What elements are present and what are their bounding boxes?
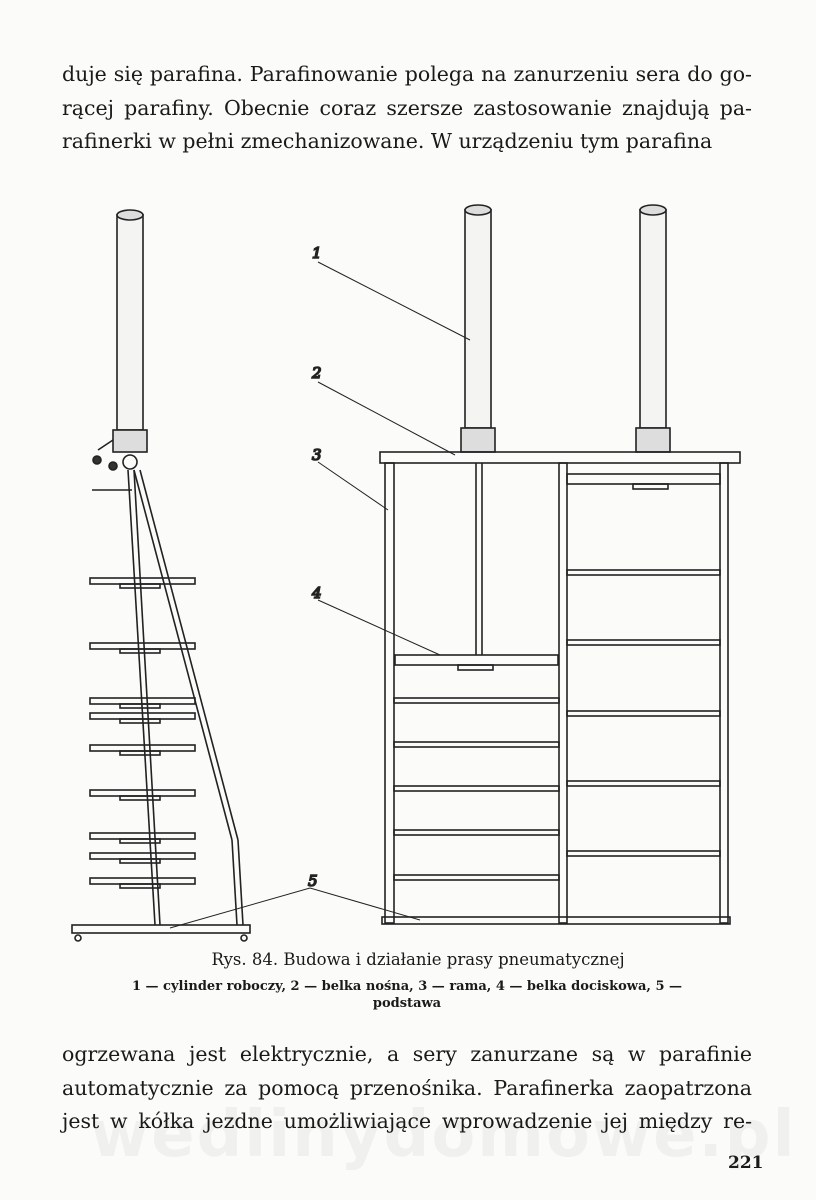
- shelf: [89, 832, 196, 840]
- shelf: [119, 858, 161, 864]
- figure-caption: Rys. 84. Budowa i działanie prasy pneuma…: [211, 950, 625, 969]
- label-4: 4: [311, 584, 322, 602]
- shelf: [119, 838, 161, 844]
- text-line: rącej parafiny. Obecnie coraz szersze za…: [62, 95, 752, 120]
- watermark: wedlinydomowe.pl: [90, 1098, 797, 1172]
- label-1: 1: [312, 244, 322, 262]
- shelf: [566, 569, 721, 576]
- text-line: automatycznie za pomocą przenośnika. Par…: [62, 1075, 752, 1100]
- shelf: [119, 750, 161, 756]
- shelf: [119, 703, 161, 709]
- label-2: 2: [311, 364, 322, 382]
- shelf: [89, 577, 196, 585]
- side-view: [71, 209, 251, 942]
- shelf: [119, 718, 161, 724]
- shelf: [119, 795, 161, 801]
- text-line: duje się parafina. Parafinowanie polega …: [62, 62, 752, 86]
- shelf: [119, 883, 161, 889]
- label-5: 5: [308, 872, 318, 890]
- figure-legend: 1 — cylinder roboczy, 2 — belka nośna, 3…: [42, 978, 772, 1012]
- shelf: [89, 744, 196, 752]
- press-diagram: 1 2 3 4 5: [71, 204, 741, 942]
- shelf: [566, 639, 721, 646]
- bottom-paragraph: ogrzewana jest elektrycznie, a sery zanu…: [62, 1038, 752, 1139]
- legend-line: 1 — cylinder roboczy, 2 — belka nośna, 3…: [131, 979, 683, 994]
- shelf: [566, 710, 721, 717]
- shelf: [89, 789, 196, 797]
- shelf: [393, 785, 560, 792]
- shelf: [393, 697, 560, 704]
- label-3: 3: [312, 446, 322, 464]
- shelf: [89, 877, 196, 885]
- leader-lines: [169, 261, 471, 929]
- text-line: rafinerki w pełni zmechanizowane. W urzą…: [62, 129, 713, 153]
- top-paragraph: duje się parafina. Parafinowanie polega …: [62, 58, 752, 159]
- shelf: [566, 850, 721, 857]
- shelf: [89, 852, 196, 860]
- text-line: ogrzewana jest elektrycznie, a sery zanu…: [62, 1042, 752, 1066]
- page-number: 221: [728, 1153, 764, 1173]
- legend-line: podstawa: [372, 996, 442, 1011]
- shelf: [393, 741, 560, 748]
- shelf: [393, 874, 560, 881]
- text-line: jest w kółka jezdne umożliwiające wprowa…: [62, 1109, 752, 1133]
- shelf: [119, 583, 161, 589]
- shelf: [566, 780, 721, 787]
- shelf: [119, 648, 161, 654]
- front-view: [379, 204, 741, 925]
- shelf: [393, 829, 560, 836]
